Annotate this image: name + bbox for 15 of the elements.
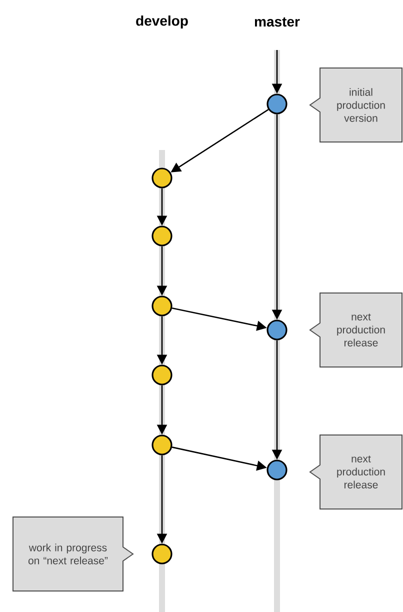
callout-bubble: initial production version [309, 68, 402, 142]
commit-circle [152, 434, 172, 456]
commit-circle [266, 460, 288, 480]
branch-name: master [254, 17, 300, 27]
commit-circle [152, 226, 172, 246]
commit-circle [152, 168, 172, 188]
callout-bubble: next production release [309, 434, 402, 510]
branch-name: develop [136, 15, 188, 29]
commit-circle [266, 94, 288, 114]
commit-circle [152, 364, 172, 386]
commit-circle [266, 320, 288, 340]
callout-bubble: next production release [309, 292, 402, 368]
commit-circle [152, 296, 172, 316]
callout-bubble: work in progress on “next release” [12, 516, 134, 592]
commit-circle [152, 544, 172, 564]
